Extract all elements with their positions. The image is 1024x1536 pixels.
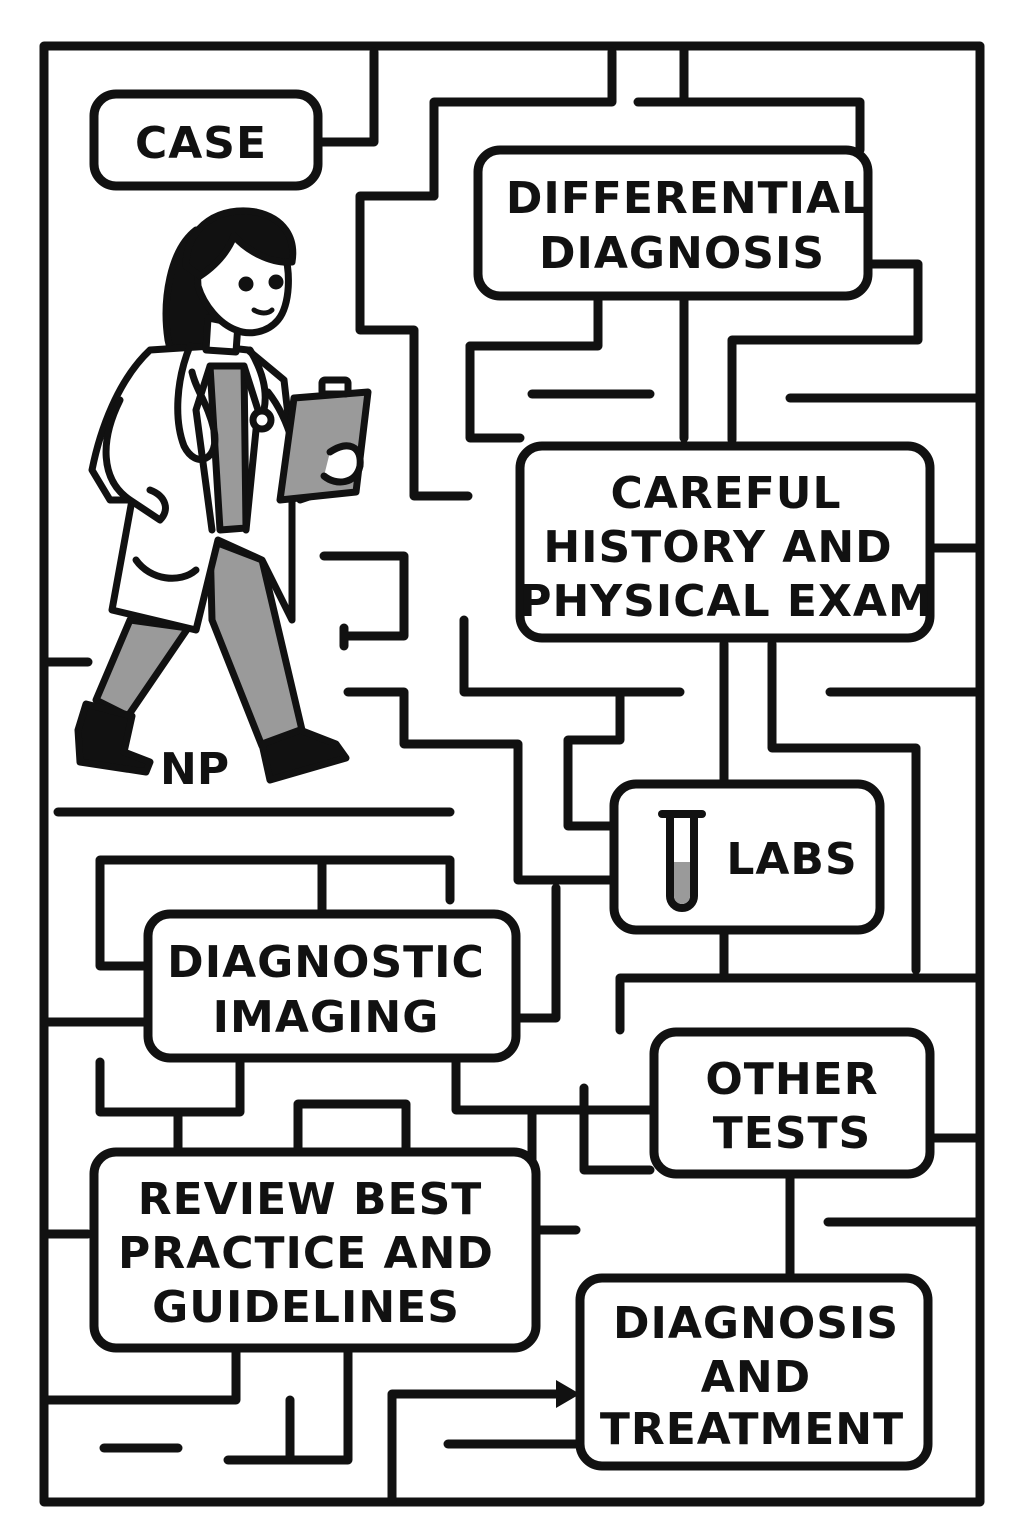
final-label-line2: AND — [701, 1352, 811, 1403]
arrow-icon — [556, 1380, 580, 1408]
other-tests-box: OTHER TESTS — [649, 1027, 935, 1179]
history-label-line2: HISTORY AND — [543, 522, 892, 573]
clipboard-icon — [276, 376, 372, 504]
diagnosis-treatment-box: DIAGNOSIS AND TREATMENT — [575, 1273, 933, 1471]
stethoscope-icon — [174, 342, 275, 463]
np-label: NP — [160, 744, 229, 795]
case-box: CASE — [89, 89, 323, 191]
diagnostic-imaging-box: DIAGNOSTIC IMAGING — [143, 909, 521, 1063]
other-tests-label-line2: TESTS — [713, 1108, 871, 1159]
review-guidelines-box: REVIEW BEST PRACTICE AND GUIDELINES — [89, 1147, 541, 1353]
review-label-line3: GUIDELINES — [152, 1282, 460, 1333]
history-label-line1: CAREFUL — [610, 468, 841, 519]
careful-history-box: CAREFUL HISTORY AND PHYSICAL EXAM — [515, 441, 935, 643]
other-tests-label-line1: OTHER — [705, 1054, 878, 1105]
nurse-practitioner-figure — [74, 207, 372, 784]
review-label-line1: REVIEW BEST — [138, 1174, 483, 1225]
labs-box: LABS — [609, 779, 885, 935]
differential-label-line2: DIAGNOSIS — [539, 228, 825, 279]
differential-diagnosis-box: DIFFERENTIAL DIAGNOSIS — [473, 145, 873, 301]
history-label-line3: PHYSICAL EXAM — [519, 576, 933, 627]
imaging-label-line1: DIAGNOSTIC — [167, 937, 485, 988]
case-label: CASE — [135, 118, 267, 169]
final-label-line1: DIAGNOSIS — [613, 1298, 899, 1349]
review-label-line2: PRACTICE AND — [118, 1228, 494, 1279]
final-label-line3: TREATMENT — [600, 1404, 904, 1455]
maze-border — [39, 41, 985, 1507]
test-tube-icon — [658, 810, 706, 912]
differential-label-line1: DIFFERENTIAL — [506, 173, 870, 224]
imaging-label-line2: IMAGING — [213, 992, 440, 1043]
labs-label: LABS — [726, 834, 857, 885]
